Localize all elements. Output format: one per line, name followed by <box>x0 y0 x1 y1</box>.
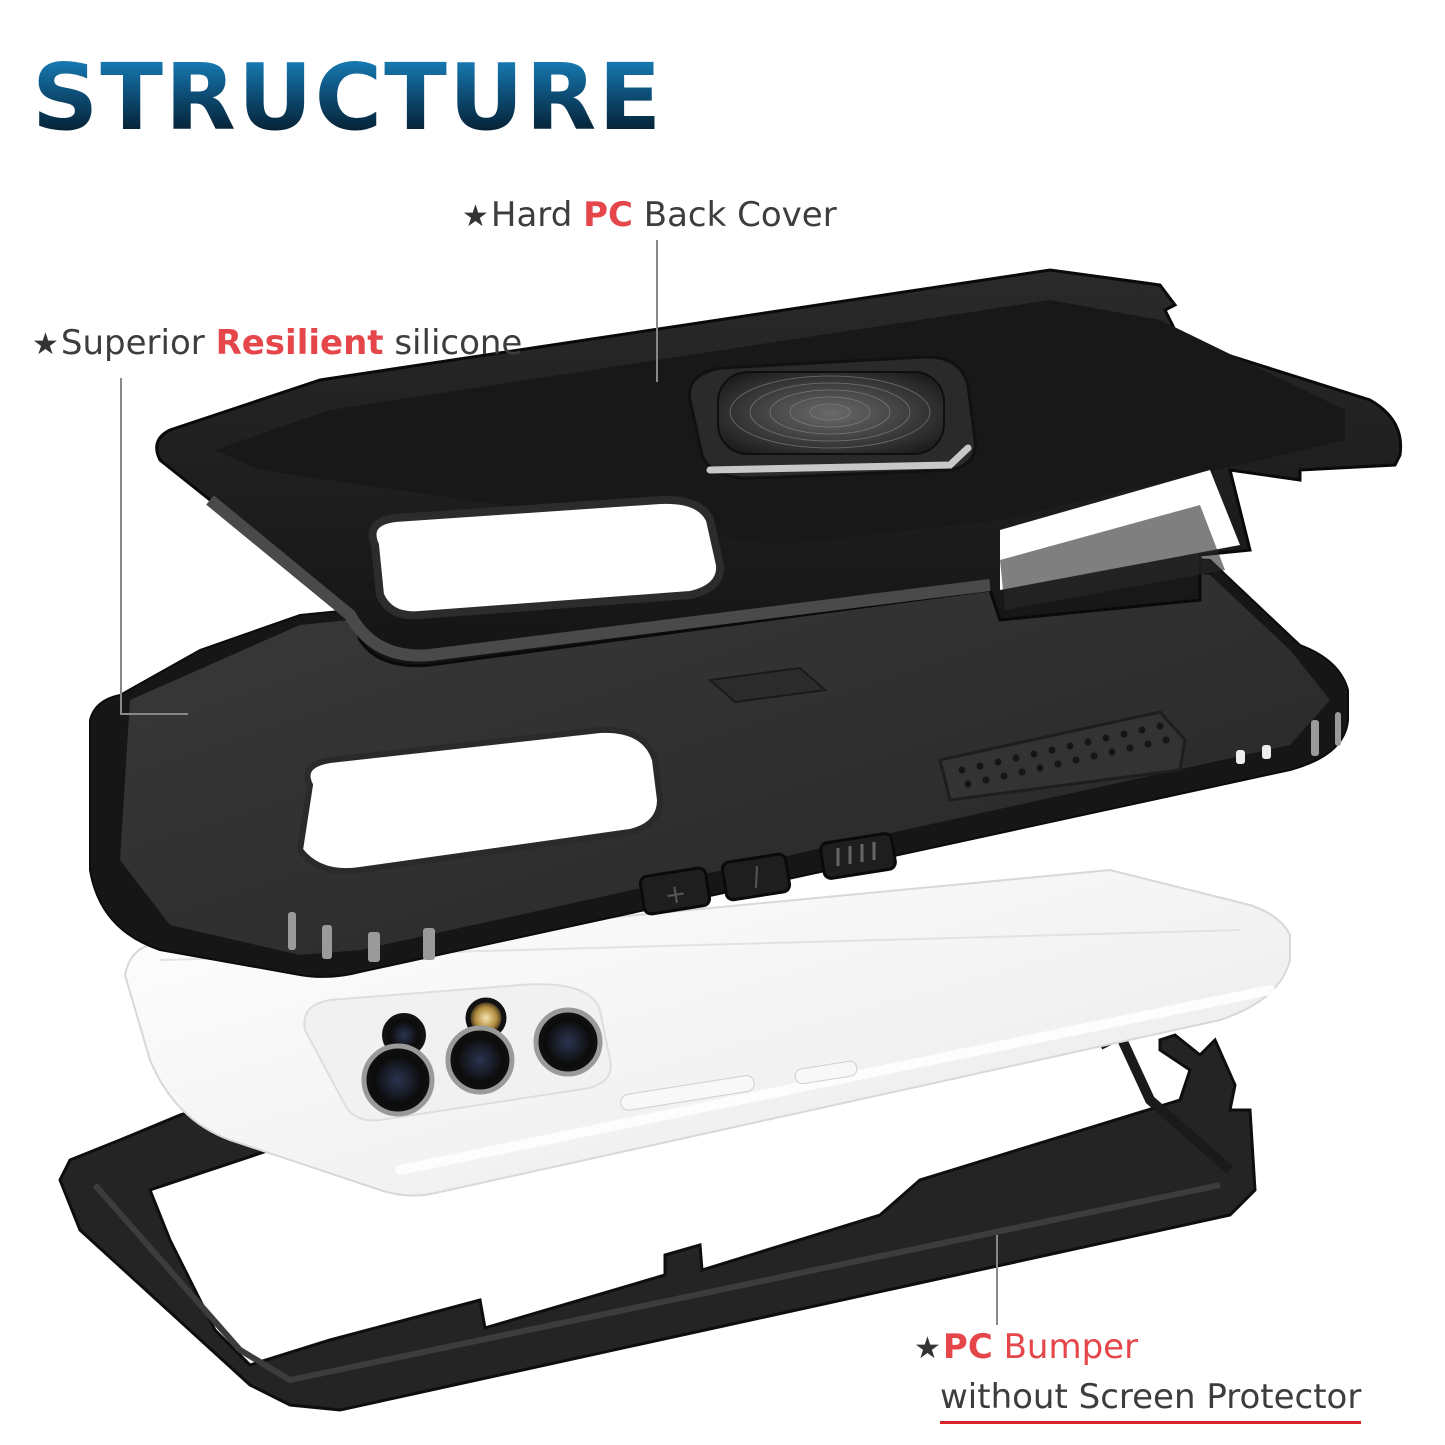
star-icon: ★ <box>462 199 489 234</box>
ring-holder-icon <box>687 355 977 480</box>
camera-lens-icon <box>533 1007 603 1077</box>
volume-down-button <box>720 852 792 902</box>
leader-line-bumper <box>996 1235 998 1325</box>
camera-module <box>303 983 612 1122</box>
volume-up-button: + <box>638 866 712 916</box>
page-title: STRUCTURE <box>32 44 664 151</box>
leader-line-back-cover <box>656 240 658 382</box>
camera-lens-icon <box>361 1043 435 1117</box>
star-icon: ★ <box>32 327 59 362</box>
cover-camera-cutout <box>368 495 725 620</box>
highlight-pc: PC <box>942 1327 993 1367</box>
power-button <box>819 832 897 880</box>
camera-lens-icon <box>445 1025 515 1095</box>
pc-back-cover <box>155 268 1403 668</box>
label-silicone: ★Superior Resilient silicone <box>32 323 523 363</box>
leader-line-silicone <box>120 378 122 715</box>
leader-line-silicone-tick <box>120 713 188 715</box>
textured-grip <box>938 710 1187 802</box>
svg-text:+: + <box>663 878 689 911</box>
label-bumper-subtitle: without Screen Protector <box>940 1377 1362 1424</box>
pc-bumper <box>58 1028 1257 1412</box>
highlight-pc: PC <box>583 195 633 235</box>
star-icon: ★ <box>914 1331 941 1366</box>
corner-vents <box>288 712 1341 962</box>
label-bumper: ★PC Bumper <box>914 1327 1139 1367</box>
camera-cutout <box>296 726 664 875</box>
label-back-cover: ★Hard PC Back Cover <box>462 195 837 235</box>
highlight-resilient: Resilient <box>215 323 384 363</box>
